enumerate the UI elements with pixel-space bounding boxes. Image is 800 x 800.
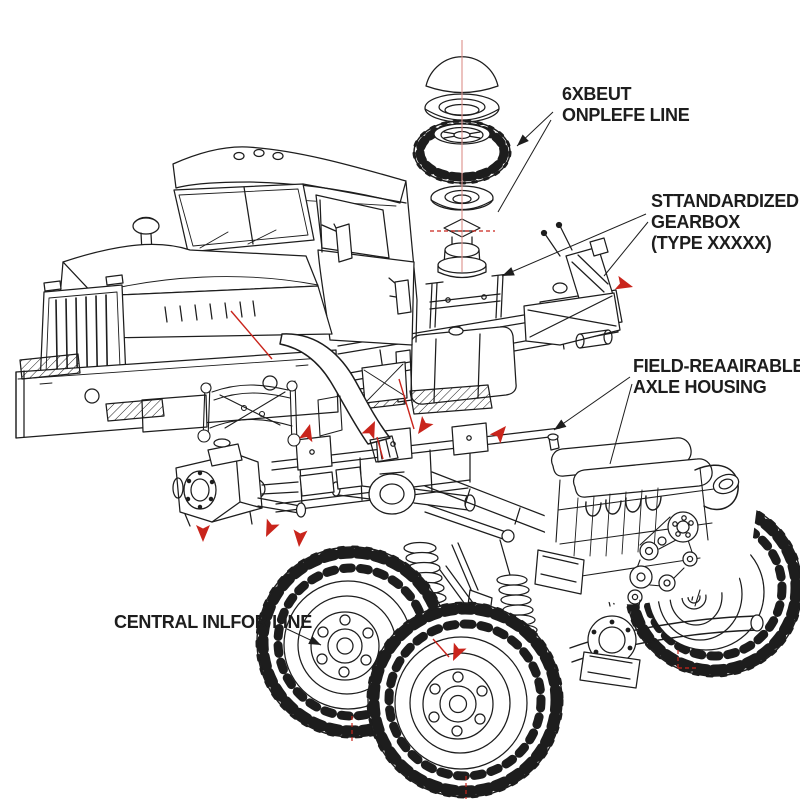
red-arrow-icon — [196, 525, 210, 542]
frame-end-xbrace — [523, 292, 621, 346]
label-text: STTANDARDIZED — [651, 191, 799, 211]
red-arrow-icon — [614, 275, 633, 290]
truck-cab — [15, 146, 493, 463]
red-annotations — [196, 40, 696, 799]
air-tank — [575, 329, 613, 349]
leader-line — [553, 376, 631, 431]
label-text: GEARBOX — [651, 212, 740, 232]
label-text: ONPLEFE LINE — [562, 105, 690, 125]
chassis-frame-section — [337, 221, 623, 405]
red-arrow-icon — [298, 424, 313, 443]
red-arrow-icon — [266, 518, 280, 537]
engine — [544, 429, 759, 613]
red-arrow-icon — [418, 416, 434, 434]
front-differential — [368, 473, 416, 515]
leader-line — [609, 383, 633, 465]
label-axle-housing: FIELD-REAAIRABLE AXLE HOUSING — [633, 356, 800, 398]
label-text: (TYPE XXXXX) — [651, 233, 772, 253]
label-standardized-gearbox: STTANDARDIZED GEARBOX (TYPE XXXXX) — [651, 191, 799, 254]
leader-arrowhead-icon — [554, 419, 567, 430]
fender — [279, 333, 391, 445]
step-tread — [19, 353, 81, 380]
leader-line — [501, 213, 647, 277]
red-arrow-icon — [489, 426, 506, 444]
tow-hook-right — [262, 375, 278, 391]
red-leader-line — [432, 638, 450, 658]
transfer-gearbox — [172, 438, 307, 527]
running-board — [409, 384, 493, 415]
windshield — [173, 183, 315, 253]
leader-line — [497, 119, 552, 213]
hood-vents — [164, 300, 256, 323]
label-text: CENTRAL INLFOR LINE — [114, 612, 312, 632]
rolling-chassis — [255, 429, 800, 799]
tow-hook-left — [84, 388, 100, 404]
prop-shaft — [424, 504, 507, 540]
mount-bracket — [425, 273, 510, 329]
label-wheel-assembly: 6XBEUT ONPLEFE LINE — [562, 84, 690, 126]
red-arrow-icon — [293, 529, 308, 547]
cab-roof — [172, 146, 407, 204]
step-tread — [105, 398, 165, 422]
label-text: AXLE HOUSING — [633, 377, 767, 397]
label-text: 6XBEUT — [562, 84, 632, 104]
red-leader-line — [398, 378, 415, 430]
red-leader-line — [230, 310, 273, 360]
label-central-line: CENTRAL INLFOR LINE — [114, 612, 312, 633]
front-right-wheel — [366, 601, 564, 799]
leader-arrowhead-icon — [308, 635, 321, 645]
red-leader-line — [376, 436, 384, 460]
label-text: FIELD-REAAIRABLE — [633, 356, 800, 376]
leader-arrowhead-icon — [517, 134, 529, 146]
belt-drive — [627, 511, 699, 605]
rear-axle-housing — [569, 559, 764, 689]
leader-arrowhead-icon — [502, 267, 515, 276]
cab-step-support — [361, 361, 408, 404]
label-leader-lines — [286, 111, 649, 646]
red-arrow-icon — [361, 421, 375, 440]
leader-line — [603, 221, 649, 277]
front-suspension-arms — [197, 380, 343, 447]
red-arrow-icon — [453, 642, 467, 661]
